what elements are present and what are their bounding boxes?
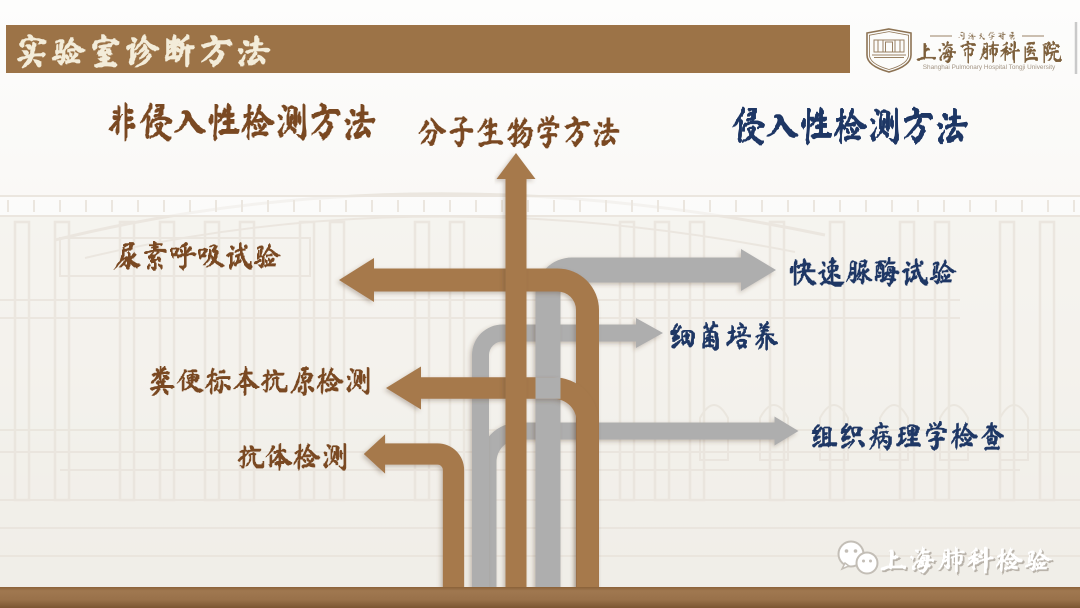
svg-text:Shanghai Pulmonary Hospital To: Shanghai Pulmonary Hospital Tongji Unive…	[923, 64, 1056, 71]
